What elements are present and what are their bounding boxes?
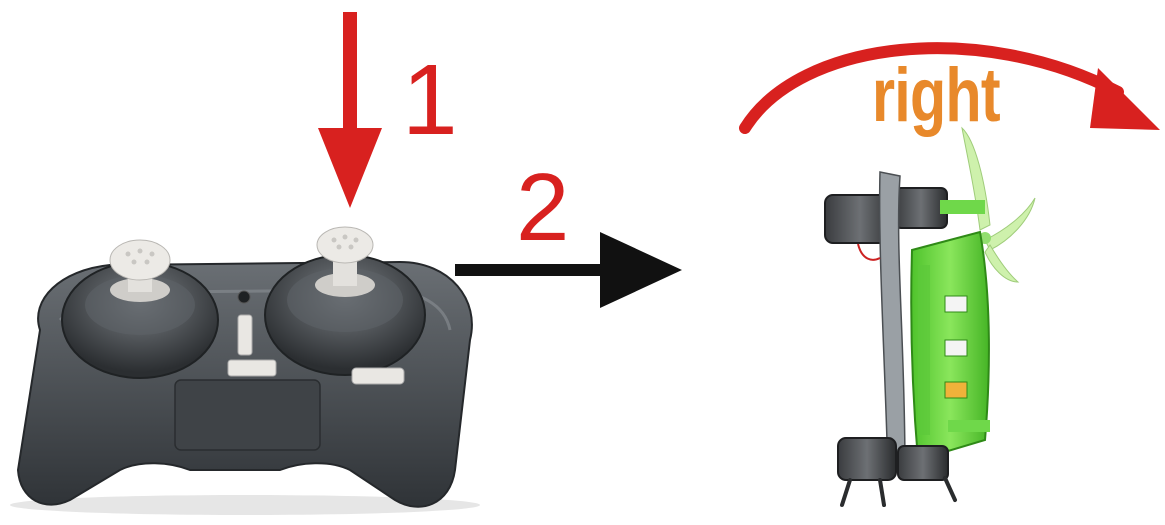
trim-horizontal-right <box>352 368 404 384</box>
left-joystick <box>110 240 170 302</box>
direction-label: right <box>872 58 1000 134</box>
step-one-label: 1 <box>402 50 458 150</box>
mini-drone <box>825 128 1035 505</box>
power-switch <box>238 291 250 303</box>
trim-horizontal-left <box>228 360 276 376</box>
bottom-motor <box>838 438 896 480</box>
remote-controller <box>10 227 480 515</box>
arrow-down-icon <box>318 12 382 208</box>
trim-vertical <box>238 315 252 355</box>
step-two-label: 2 <box>516 160 569 256</box>
